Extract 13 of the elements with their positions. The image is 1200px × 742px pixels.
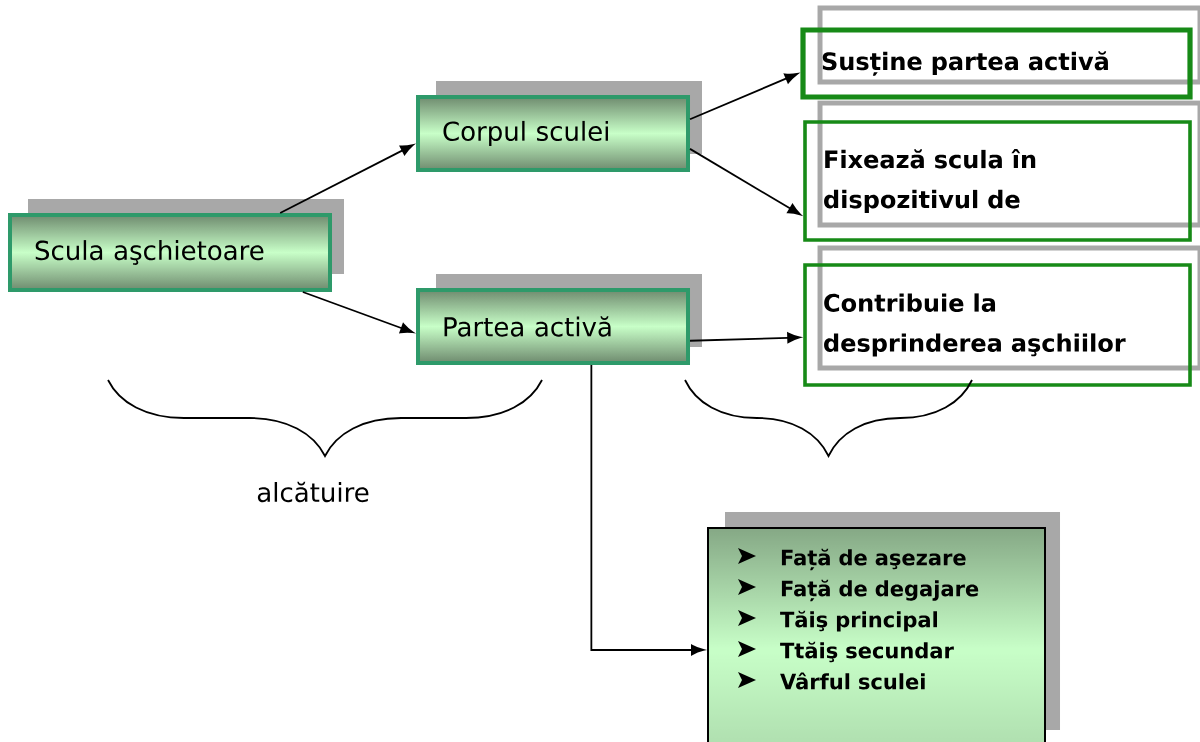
caption-text: alcătuire — [257, 481, 369, 503]
arrow — [689, 332, 801, 344]
process-box: Corpul sculei — [416, 95, 690, 172]
process-box: Partea activă — [416, 288, 690, 365]
arrow — [590, 364, 705, 656]
function-box: Susține partea activă — [800, 27, 1193, 100]
arrow — [301, 291, 414, 334]
process-box: Scula aşchietoare — [8, 213, 332, 292]
arrow — [689, 73, 798, 121]
parts-list-box: Față de aşezare Față de degajare Tăiş principal Ttăiş secundar Vârful sculei — [707, 527, 1046, 742]
function-box: Fixează scula în dispozitivul de — [803, 120, 1192, 242]
arrow — [689, 148, 801, 216]
function-box: Contribuie la desprinderea aşchiilor — [803, 263, 1192, 387]
